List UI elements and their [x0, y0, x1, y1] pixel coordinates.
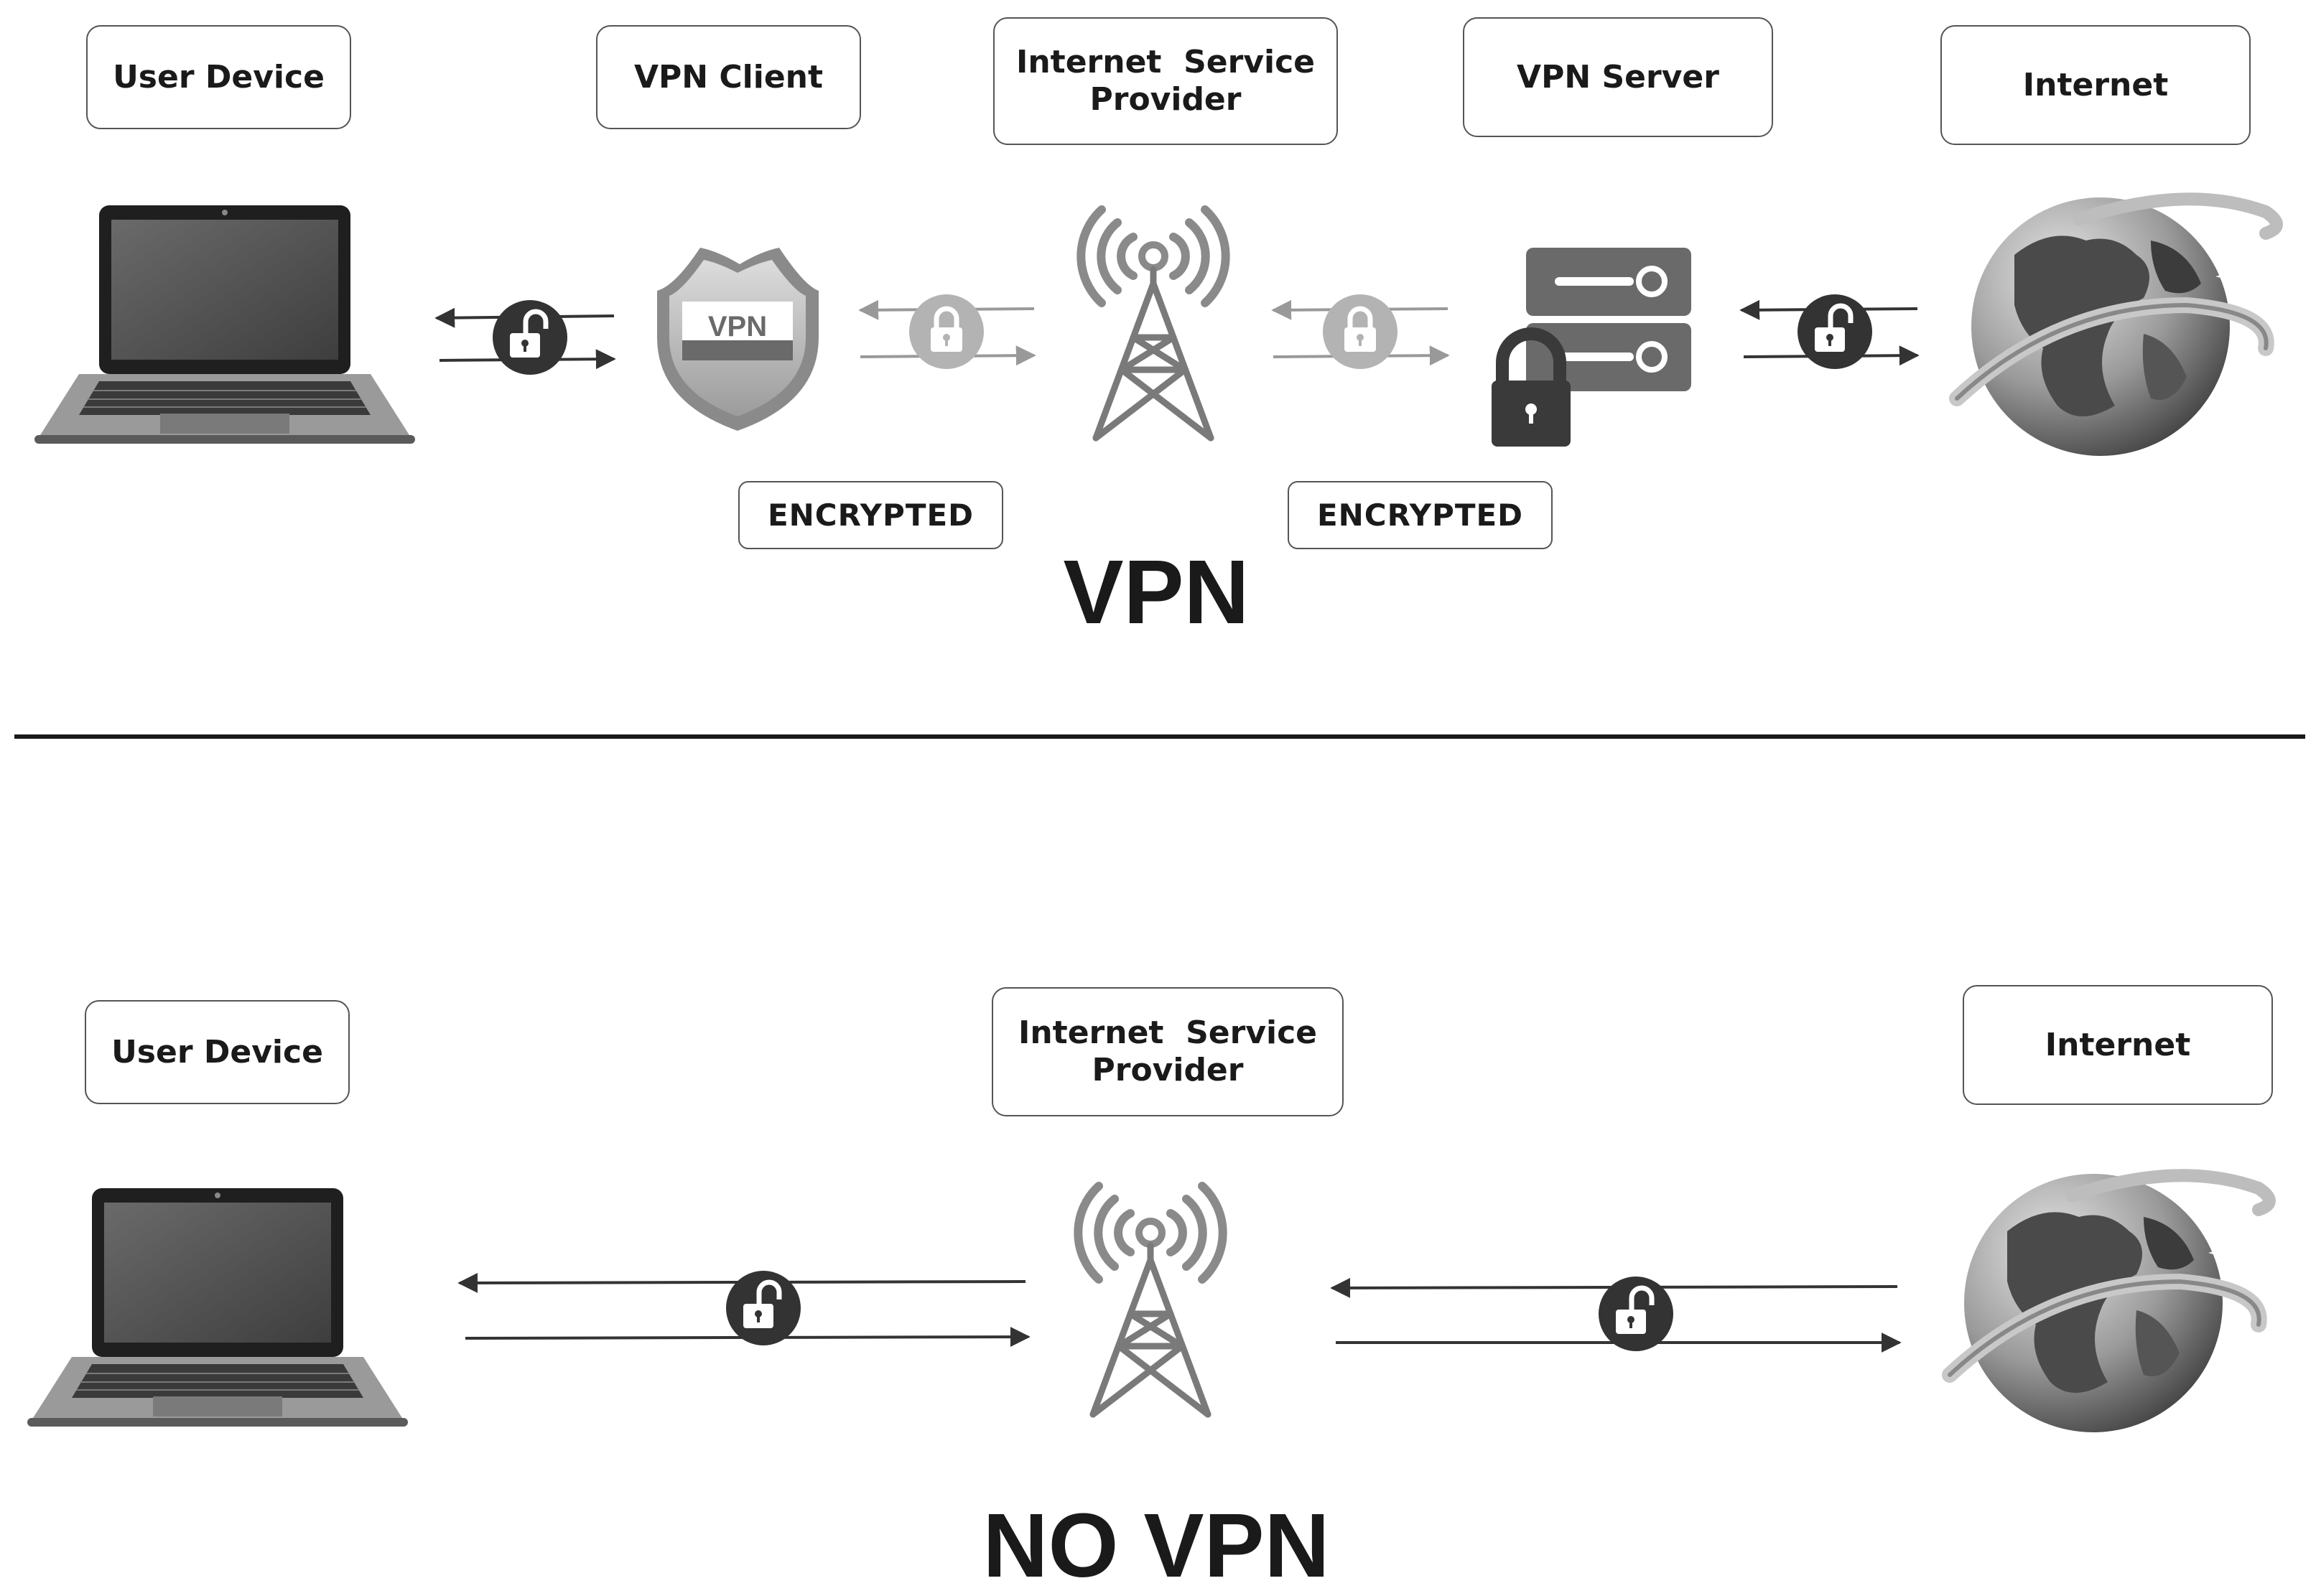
label-text: Internet [2045, 1026, 2191, 1063]
label-internet: Internet [1940, 25, 2251, 145]
globe-icon [1950, 1174, 2269, 1432]
title-vpn: VPN [1063, 541, 1250, 643]
label-text: Provider [1089, 81, 1242, 118]
label-user-device: User Device [86, 25, 351, 129]
label-text: Provider [1092, 1052, 1244, 1088]
lock-icon [909, 294, 984, 369]
label-user-device: User Device [85, 1000, 350, 1104]
encrypted-badge: ENCRYPTED [738, 481, 1003, 549]
laptop-icon [27, 1187, 409, 1427]
label-vpn-client: VPN Client [596, 25, 861, 129]
unlock-icon [493, 300, 567, 375]
unlock-icon [1599, 1277, 1673, 1351]
label-text: Internet [2022, 66, 2169, 103]
tower-icon [1078, 1186, 1222, 1414]
label-isp: Internet Service Provider [992, 987, 1344, 1116]
label-text: VPN Server [1517, 58, 1719, 95]
label-isp: Internet Service Provider [993, 17, 1338, 145]
laptop-icon [34, 205, 416, 444]
label-vpn-server: VPN Server [1463, 17, 1773, 137]
label-internet: Internet [1963, 985, 2273, 1105]
encrypted-badge: ENCRYPTED [1288, 481, 1553, 549]
globe-icon [1957, 197, 2277, 456]
title-no-vpn: NO VPN [982, 1495, 1330, 1596]
label-text: User Device [113, 58, 325, 95]
label-text: ENCRYPTED [1316, 497, 1524, 533]
unlock-icon [726, 1271, 801, 1345]
shield-text: VPN [708, 311, 767, 342]
tower-icon [1081, 210, 1225, 438]
lock-icon [1323, 294, 1397, 369]
label-text: ENCRYPTED [767, 497, 975, 533]
label-text: User Device [111, 1033, 323, 1070]
unlock-icon [1798, 294, 1872, 369]
label-text: Internet Service [1015, 44, 1316, 80]
label-text: Internet Service [1018, 1014, 1318, 1051]
vpn-shield-icon: VPN [657, 248, 819, 431]
label-text: VPN Client [633, 58, 824, 95]
vpn-server-icon [1492, 248, 1691, 447]
